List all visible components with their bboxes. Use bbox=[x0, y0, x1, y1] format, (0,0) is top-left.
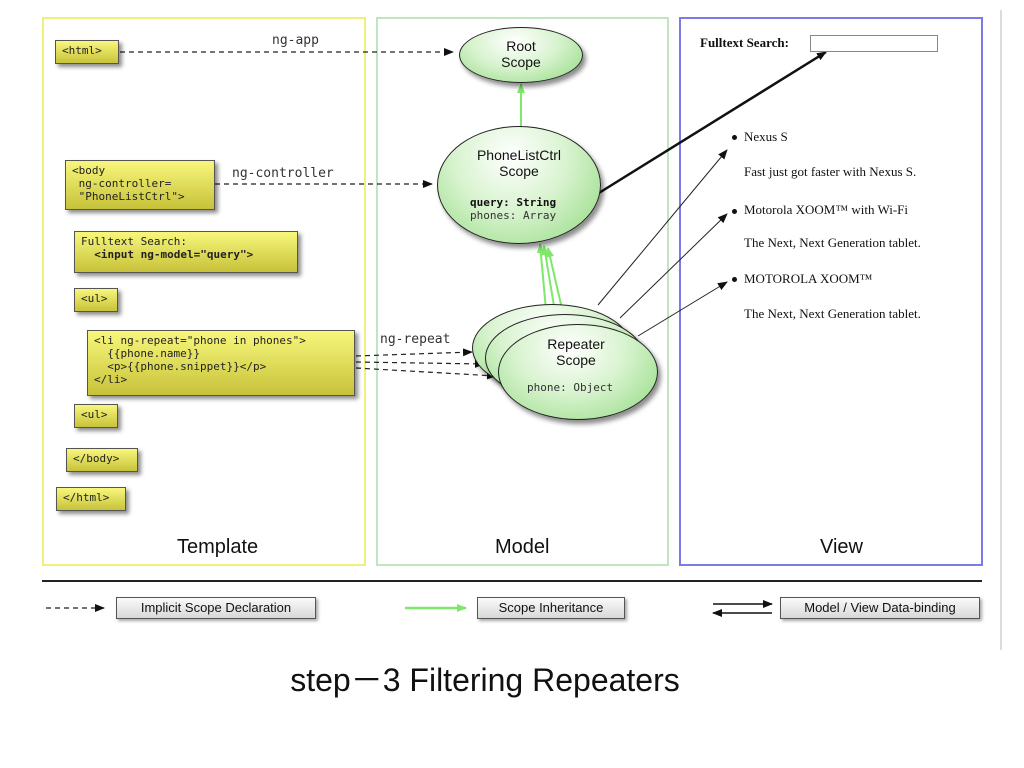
code-html-open: <html> bbox=[55, 40, 119, 64]
binding-arrow-query bbox=[578, 50, 827, 206]
binding-arrow-item-1 bbox=[597, 149, 728, 306]
view-search-input[interactable] bbox=[810, 35, 938, 52]
scope-query-field: query: String bbox=[470, 196, 557, 209]
code-li-repeat: <li ng-repeat="phone in phones"> {{phone… bbox=[87, 330, 355, 396]
ng-repeat-arrow-2 bbox=[355, 359, 485, 368]
code-search-input: Fulltext Search: <input ng-model="query"… bbox=[74, 231, 298, 273]
ng-controller-label: ng-controller bbox=[232, 166, 334, 181]
view-item-name: Nexus S bbox=[744, 129, 788, 144]
code-html-close: </html> bbox=[56, 487, 126, 511]
legend-scope-inheritance: Scope Inheritance bbox=[477, 597, 625, 619]
view-item-name: MOTOROLA XOOM™ bbox=[744, 271, 873, 286]
phonelistctrl-scope-node bbox=[437, 126, 601, 244]
ng-repeat-label: ng-repeat bbox=[380, 332, 451, 347]
code-body-close: </body> bbox=[66, 448, 138, 472]
root-scope-node bbox=[459, 27, 583, 83]
view-search-label: Fulltext Search: bbox=[700, 35, 789, 50]
code-ul-close: <ul> bbox=[74, 404, 118, 428]
view-item-bullet bbox=[732, 209, 737, 214]
ng-app-label: ng-app bbox=[272, 33, 319, 48]
code-body-open: <body ng-controller= "PhoneListCtrl"> bbox=[65, 160, 215, 210]
legend-implicit-scope: Implicit Scope Declaration bbox=[116, 597, 316, 619]
slide-caption: step－3 Filtering Repeaters bbox=[290, 662, 680, 698]
repeater-phone-field: phone: Object bbox=[527, 381, 614, 394]
inheritance-arrow-repeater-1 bbox=[536, 243, 547, 311]
ng-repeat-arrow-1 bbox=[355, 348, 473, 357]
scope-phones-field: phones: Array bbox=[470, 209, 557, 222]
ng-repeat-arrow-3 bbox=[355, 367, 497, 380]
view-item-snippet: The Next, Next Generation tablet. bbox=[744, 235, 921, 250]
right-divider bbox=[1000, 10, 1002, 650]
legend-data-binding: Model / View Data-binding bbox=[780, 597, 980, 619]
view-item-name: Motorola XOOM™ with Wi-Fi bbox=[744, 202, 909, 217]
view-item-bullet bbox=[732, 135, 737, 140]
model-panel bbox=[376, 17, 669, 566]
binding-arrow-item-2 bbox=[619, 213, 728, 319]
view-panel bbox=[679, 17, 983, 566]
view-item-snippet: The Next, Next Generation tablet. bbox=[744, 306, 921, 321]
legend-divider bbox=[42, 580, 982, 582]
template-panel bbox=[42, 17, 366, 566]
view-panel-label: View bbox=[820, 536, 863, 558]
view-item-bullet bbox=[732, 277, 737, 282]
repeater-scope-node-front bbox=[498, 324, 658, 420]
binding-arrow-item-3 bbox=[637, 281, 728, 337]
template-panel-label: Template bbox=[177, 536, 259, 558]
model-panel-label: Model bbox=[495, 536, 550, 558]
view-item-snippet: Fast just got faster with Nexus S. bbox=[744, 164, 917, 179]
code-ul-open: <ul> bbox=[74, 288, 118, 312]
